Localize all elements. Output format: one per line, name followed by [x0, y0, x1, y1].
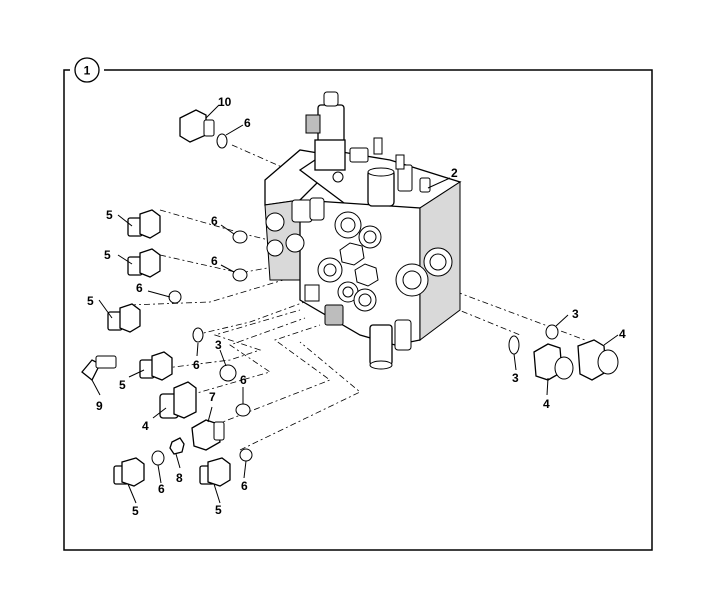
callout-6-d: 6: [193, 358, 200, 372]
part-5-fitting-c: [107, 303, 141, 333]
callout-6-top: 6: [244, 116, 251, 130]
part-4-adapter-right-b: [577, 339, 619, 381]
callout-5-d: 5: [119, 378, 126, 392]
callout-5-c: 5: [87, 294, 94, 308]
part-4-adapter-right-a: [533, 343, 574, 381]
part-7-coupling: [191, 419, 225, 451]
diagram-frame: [63, 69, 653, 551]
figure-index-label: 1: [84, 64, 91, 78]
callout-7: 7: [209, 390, 216, 404]
o-ring-6-g: [239, 448, 253, 462]
o-ring-6-e: [235, 403, 251, 417]
callout-4-right-a: 4: [543, 397, 550, 411]
o-ring-6-d: [192, 327, 204, 343]
callout-5-e: 5: [132, 504, 139, 518]
part-5-fitting-b: [127, 248, 161, 278]
callout-6-b: 6: [211, 254, 218, 268]
callout-9: 9: [96, 399, 103, 413]
part-5-fitting-a: [127, 209, 161, 239]
callout-3-right-top: 3: [572, 307, 579, 321]
part-9-pressure-switch: [81, 355, 117, 382]
part-8-nut: [169, 437, 185, 455]
o-ring-6-f: [151, 450, 165, 466]
control-valve-block: [264, 91, 462, 370]
part-4-adapter-left: [159, 381, 197, 419]
o-ring-3-right-b: [545, 324, 559, 340]
callout-5-b: 5: [104, 248, 111, 262]
callout-3-left: 3: [215, 338, 222, 352]
callout-8: 8: [176, 471, 183, 485]
part-5-fitting-d: [139, 351, 173, 381]
callout-3-right-bottom: 3: [512, 371, 519, 385]
callout-10: 10: [218, 95, 232, 109]
part-10-plug: [179, 109, 228, 149]
callout-4-right-b: 4: [619, 327, 626, 341]
callout-labels: 10 6 2 5 6 5 6 5 6 6 3 5 9 4 7 6 8 6 6 5…: [87, 95, 626, 518]
callout-5-a: 5: [106, 208, 113, 222]
o-ring-3-right-a: [508, 335, 520, 355]
callout-6-f: 6: [158, 482, 165, 496]
callout-4-left: 4: [142, 419, 149, 433]
part-5-fitting-e: [113, 457, 145, 487]
callout-6-c: 6: [136, 281, 143, 295]
o-ring-6-b: [232, 268, 248, 282]
callout-2: 2: [451, 166, 458, 180]
callout-6-g: 6: [241, 479, 248, 493]
callout-6-a: 6: [211, 214, 218, 228]
callout-5-f: 5: [215, 503, 222, 517]
part-5-fitting-f: [199, 457, 231, 487]
figure-index-badge: 1: [70, 57, 104, 83]
callout-6-e: 6: [240, 373, 247, 387]
o-ring-6-c: [168, 290, 182, 304]
o-ring-3-left: [219, 364, 237, 382]
o-ring-6-a: [232, 230, 248, 244]
leader-lines: [91, 104, 619, 504]
